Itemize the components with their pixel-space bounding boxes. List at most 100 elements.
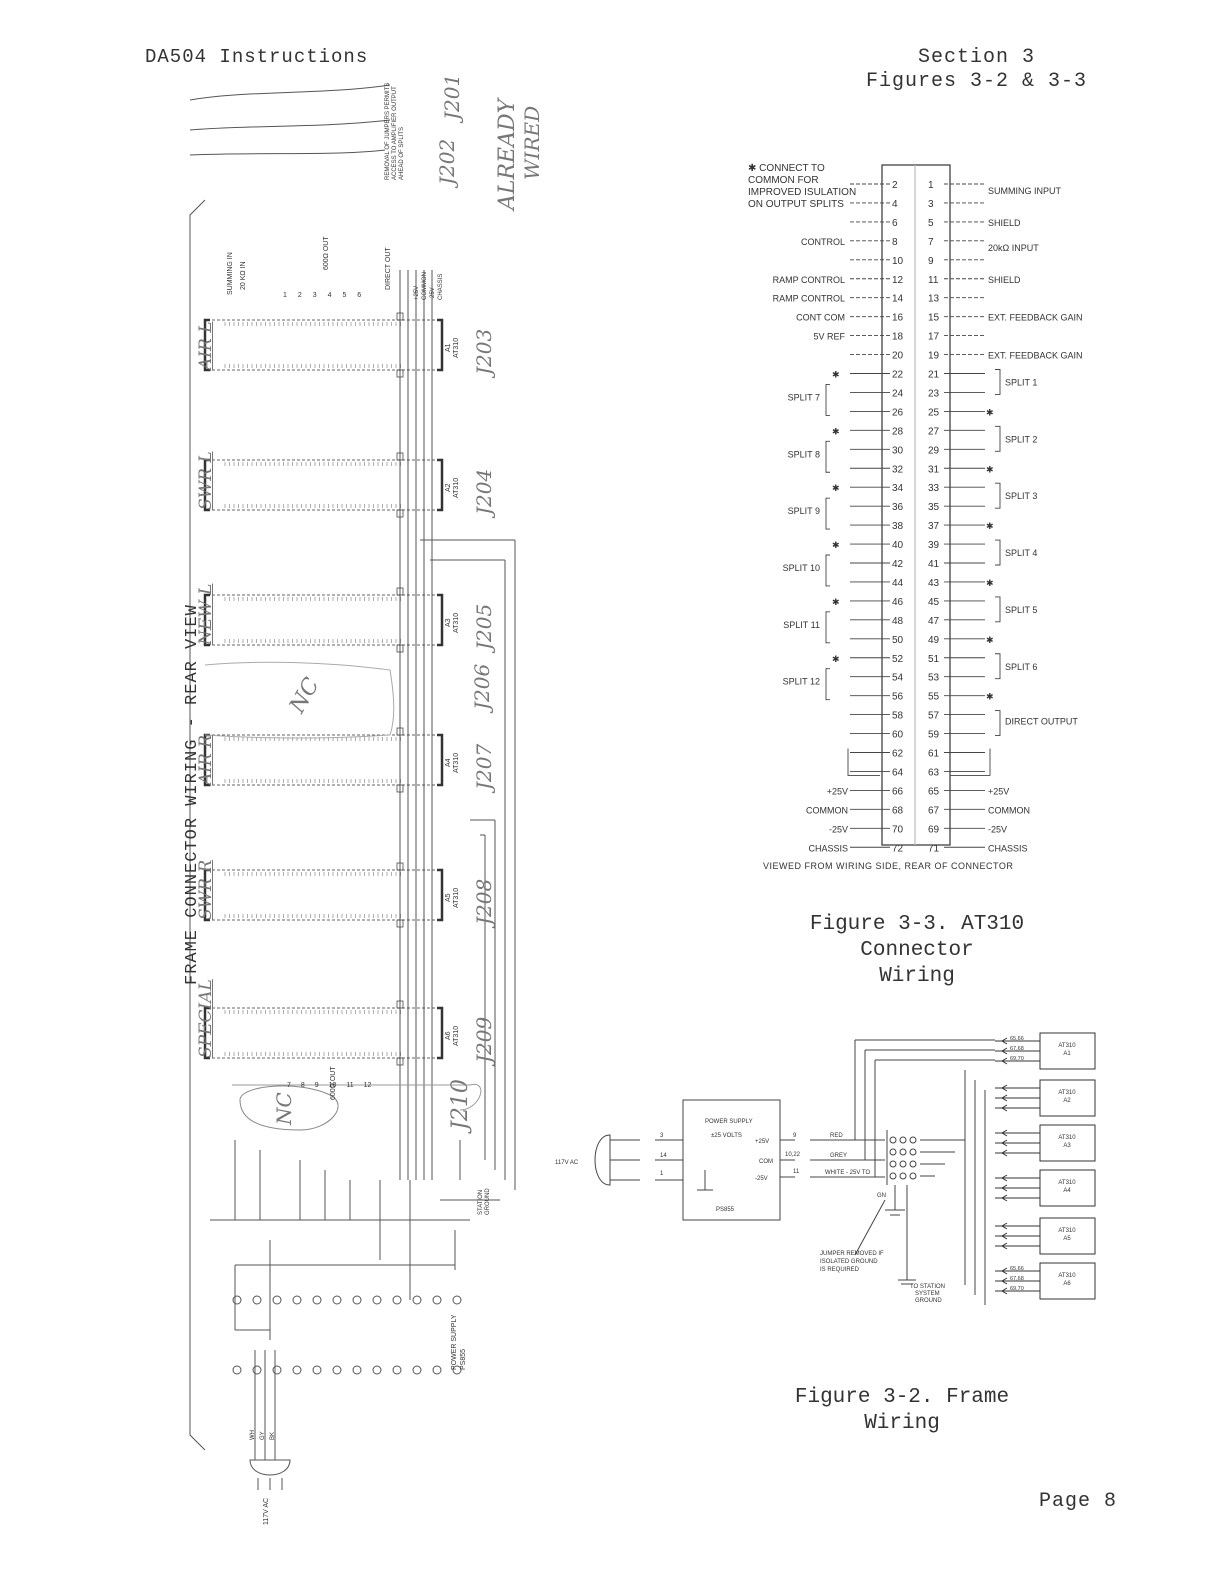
right-pin-label: EXT. FEEDBACK GAIN	[988, 351, 1083, 361]
pin-even: 2	[892, 180, 898, 191]
split-num: 9	[314, 1082, 319, 1089]
direct-out-label: DIRECT OUT	[385, 247, 392, 290]
pin-odd: 45	[928, 597, 940, 608]
pin-even: 26	[892, 407, 904, 418]
module-model: AT310	[1058, 1228, 1076, 1234]
pin-even: 64	[892, 767, 904, 778]
star-mark: ✱	[986, 521, 994, 531]
split-num: 6	[357, 292, 362, 299]
hand-j202: J202	[435, 138, 459, 185]
split-num: 5	[342, 292, 347, 299]
pin-even: 58	[892, 711, 904, 722]
ac-input-label: 117V AC	[555, 1160, 579, 1166]
pin-odd: 49	[928, 635, 940, 646]
pin-odd: 11	[928, 275, 939, 286]
pin-odd: 43	[928, 578, 940, 589]
power-supply-label: POWER SUPPLY PS855	[451, 1314, 467, 1370]
frame-connector	[203, 452, 444, 518]
power-bus-label: +25V COMMON -25V CHASSIS	[414, 272, 444, 300]
pin-even: 32	[892, 464, 904, 475]
pin-odd: 51	[928, 654, 940, 665]
power-right-label: COMMON	[988, 805, 1030, 815]
split-numbers-bottom: 7 8 9 10 11 12	[287, 1082, 371, 1089]
wire-pin: 11	[793, 1169, 800, 1175]
caption-line: Wiring	[879, 965, 955, 988]
wire-label-wh: WH	[250, 1430, 256, 1440]
ps-out-com: COM	[759, 1159, 773, 1165]
20k-in-label: 20 KΩ IN	[240, 261, 247, 290]
module-id: A2	[1063, 1098, 1071, 1104]
wire-label-gy: GY	[260, 1431, 266, 1440]
connector-model: AT310	[453, 887, 460, 908]
star-mark: ✱	[986, 692, 994, 702]
frame-connector	[203, 1000, 444, 1066]
connector-model: AT310	[453, 612, 460, 633]
pin-odd: 63	[928, 767, 940, 778]
power-right-label: CHASSIS	[988, 843, 1028, 853]
frame-connector-diagram	[189, 84, 516, 1490]
pin-odd: 13	[928, 294, 940, 305]
connector-id: A6	[445, 1031, 452, 1040]
pin-even: 20	[892, 351, 904, 362]
wire-color: GREY	[830, 1153, 847, 1159]
pin-odd: 29	[928, 445, 940, 456]
pin-even: 4	[892, 199, 898, 210]
split-num: 12	[363, 1082, 372, 1089]
right-split-label: SPLIT 2	[1005, 434, 1037, 444]
pin-odd: 35	[928, 502, 940, 513]
pin-odd: 37	[928, 521, 940, 532]
pin-odd: 5	[928, 218, 934, 229]
page-number: Page 8	[1038, 1490, 1117, 1513]
pin-odd: 9	[928, 256, 934, 267]
note-line: IMPROVED ISULATION	[748, 187, 857, 198]
split-num: 10	[328, 1082, 337, 1089]
ac-pin: 1	[660, 1171, 664, 1177]
star-mark: ✱	[986, 407, 994, 417]
pin-group-label: 67,68	[1010, 1046, 1024, 1052]
power-right-label: +25V	[988, 786, 1009, 796]
ps-out-plus: +25V	[755, 1139, 769, 1145]
pin-even: 8	[892, 237, 898, 248]
module-id: A3	[1063, 1143, 1071, 1149]
hand-already: ALREADY	[495, 98, 520, 210]
connector-hand-name: SWR L	[196, 451, 216, 510]
pin-even: 36	[892, 502, 904, 513]
star-mark: ✱	[986, 464, 994, 474]
connector-model: AT310	[453, 752, 460, 773]
connector-hand-name: SWR R	[196, 859, 216, 920]
gn-label: GN	[877, 1193, 886, 1199]
module-id: A1	[1063, 1051, 1071, 1057]
pin-odd: 59	[928, 730, 940, 741]
frame-connector	[203, 727, 444, 793]
wire-color: RED	[830, 1133, 843, 1139]
pin-odd: 41	[928, 559, 940, 570]
connector-jack: J206	[470, 663, 494, 710]
split-num: 1	[283, 292, 287, 299]
wire-pin: 10,22	[785, 1152, 801, 1158]
star-mark: ✱	[832, 426, 840, 436]
pin-group-label: 65,66	[1010, 1036, 1024, 1042]
right-split-label: SPLIT 5	[1005, 605, 1037, 615]
note-connect-common: ✱ CONNECT TO COMMON FOR IMPROVED ISULATI…	[748, 163, 856, 211]
pin-even: 12	[892, 275, 904, 286]
pin-even: 66	[892, 786, 904, 797]
right-split-label: SPLIT 6	[1005, 662, 1037, 672]
right-pin-label: SHIELD	[988, 218, 1021, 228]
pin-odd: 27	[928, 426, 940, 437]
left-split-label: SPLIT 7	[788, 392, 820, 402]
power-left-label: CHASSIS	[808, 843, 848, 853]
connector-id: A4	[445, 758, 452, 767]
pin-group-label: 67,68	[1010, 1276, 1024, 1282]
pin-even: 72	[892, 843, 904, 854]
hand-j201: J201	[440, 73, 464, 120]
bottom-600-out-label: 600Ω OUT	[330, 1066, 337, 1100]
split-num: 8	[300, 1082, 305, 1089]
pin-even: 68	[892, 805, 904, 816]
right-pin-label: EXT. FEEDBACK GAIN	[988, 313, 1083, 323]
left-pin-label: CONTROL	[801, 237, 845, 247]
connector-id: A3	[445, 618, 452, 627]
connector-model: AT310	[453, 477, 460, 498]
frame-wiring-vertical-title: FRAME CONNECTOR WIRING - REAR VIEW	[183, 604, 202, 985]
figure-3-2-caption: Figure 3-2. Frame Wiring	[794, 1386, 1010, 1435]
